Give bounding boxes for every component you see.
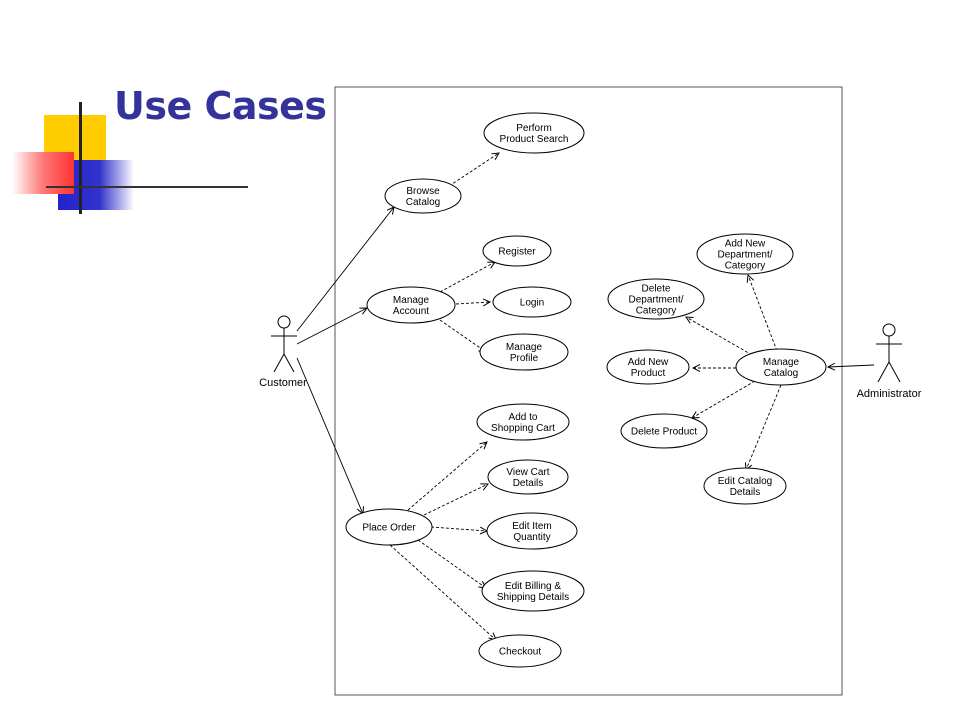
use-case-label-line: Shopping Cart [491, 423, 555, 434]
dep-account-login [455, 302, 490, 304]
use-case-place-order: Place Order [345, 508, 433, 546]
dep-order-add-cart [407, 442, 487, 511]
assoc-customer-manage-account [296, 308, 367, 345]
customer-associations [296, 207, 394, 514]
svg-text:Login: Login [520, 298, 544, 309]
use-case-label-line: Product [631, 368, 666, 379]
use-case-label-line: Edit Item [512, 521, 551, 532]
actor-administrator: Administrator [857, 323, 922, 400]
actor-customer: Customer [259, 315, 307, 389]
use-case-label-line: Place Order [362, 523, 416, 534]
assoc-customer-place-order [296, 357, 363, 514]
use-case-checkout: Checkout [478, 634, 562, 668]
use-case-label-line: Browse [406, 186, 440, 197]
dep-order-view-cart [423, 484, 488, 516]
use-case-label-line: Manage [393, 295, 430, 306]
actor-administrator-label: Administrator [857, 388, 922, 400]
use-case-label-line: Department/ [717, 250, 772, 261]
admin-dependencies [686, 275, 782, 470]
slide-title: Use Cases [114, 84, 327, 128]
dep-order-edit-quantity [430, 526, 487, 531]
assoc-admin-manage-catalog [828, 365, 875, 367]
use-case-label-line: Perform [516, 123, 552, 134]
use-case-register: Register [482, 235, 552, 267]
use-case-label-line: Quantity [513, 532, 550, 543]
use-case-label-line: Catalog [764, 368, 798, 379]
use-case-label-line: Details [513, 478, 544, 489]
use-case-label-line: View Cart [506, 467, 549, 478]
use-case-label-line: Category [636, 306, 677, 317]
use-case-label-line: Checkout [499, 647, 541, 658]
dep-catalog-edit-details [746, 384, 782, 470]
use-case-delete-product: Delete Product [620, 413, 708, 449]
use-case-label-line: Category [725, 261, 766, 272]
dep-account-register [439, 262, 495, 293]
use-case-label-line: Add New [628, 357, 669, 368]
use-case-edit-billing-shipping: Edit Billing &Shipping Details [481, 570, 585, 612]
use-case-label-line: Delete Product [631, 427, 697, 438]
use-case-label-line: Account [393, 306, 429, 317]
svg-text:Register: Register [498, 247, 536, 258]
use-case-label-line: Manage [506, 342, 543, 353]
use-case-label-line: Add New [725, 239, 766, 250]
use-case-label-line: Edit Billing & [505, 581, 561, 592]
customer-dependencies [389, 153, 499, 640]
dep-account-profile [439, 319, 486, 352]
dep-order-billing [417, 539, 486, 588]
use-case-login: Login [492, 286, 572, 318]
use-case-label-line: Add to [509, 412, 538, 423]
actor-customer-label: Customer [259, 377, 307, 389]
use-case-label-line: Edit Catalog [718, 476, 772, 487]
decor-horizontal-line [46, 186, 248, 188]
assoc-customer-browse-catalog [296, 207, 394, 332]
svg-text:Checkout: Checkout [499, 647, 541, 658]
svg-text:Edit Billing &Shipping Details: Edit Billing &Shipping Details [497, 581, 569, 603]
use-case-label-line: Product Search [500, 134, 569, 145]
use-case-label-line: Profile [510, 353, 539, 364]
use-case-label-line: Register [498, 247, 536, 258]
dep-catalog-delete-product [692, 380, 756, 418]
use-case-label-line: Shipping Details [497, 592, 569, 603]
use-case-label-line: Delete [642, 284, 671, 295]
system-boundary [334, 86, 843, 696]
dep-catalog-delete-department [686, 317, 753, 356]
dep-order-checkout [389, 544, 496, 640]
dep-catalog-add-department [748, 275, 778, 352]
use-case-label-line: Catalog [406, 197, 440, 208]
svg-text:Delete Product: Delete Product [631, 427, 697, 438]
decor-vertical-line [79, 102, 82, 214]
svg-text:Place Order: Place Order [362, 523, 416, 534]
use-case-label-line: Manage [763, 357, 800, 368]
use-case-label-line: Details [730, 487, 761, 498]
use-case-label-line: Login [520, 298, 544, 309]
use-case-label-line: Department/ [628, 295, 683, 306]
